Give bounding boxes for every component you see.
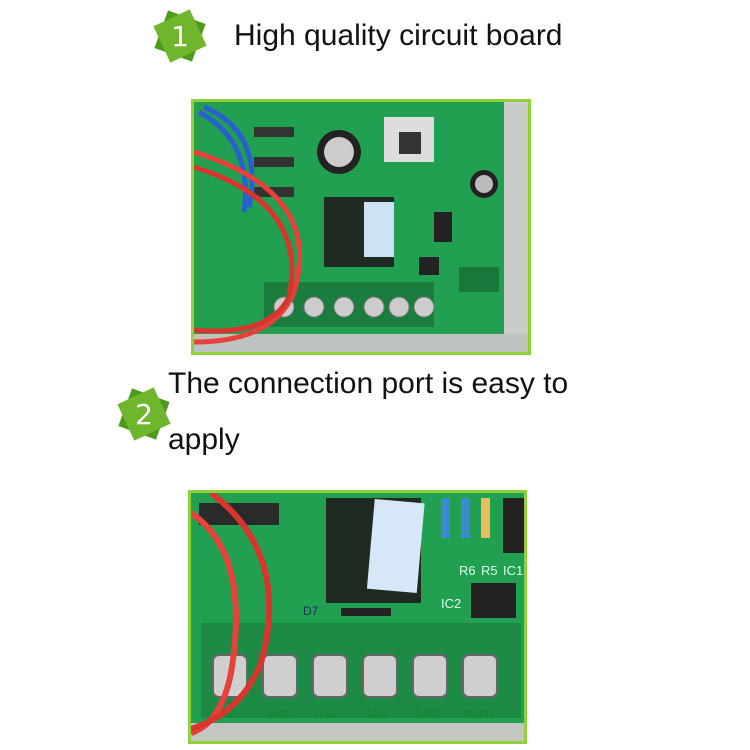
terminal-label-nc: N.C. [315, 708, 337, 720]
badge-number: 1 [171, 19, 189, 53]
badge-2: 2 [112, 382, 176, 446]
section-1-title: High quality circuit board [234, 19, 563, 52]
star-badge-icon [117, 387, 171, 441]
label-r5: R5 [481, 563, 498, 578]
section-2-title-line-2: apply [168, 423, 240, 456]
label-ic1: IC1 [503, 563, 523, 578]
badge-number: 2 [135, 397, 153, 431]
badge-1: 1 [148, 4, 212, 68]
terminal-label-gnd: GND [265, 708, 290, 720]
connection-port-photo: R6 R5 IC1 IC2 D7 N.O. GND N.C. 12V GND P… [188, 490, 527, 744]
star-badge-icon [153, 9, 207, 63]
label-d7: D7 [303, 604, 319, 618]
terminal-label-push: PUSH [463, 708, 494, 720]
terminal-label-gnd-2: GND [415, 708, 440, 720]
section-2-title-line-1: The connection port is easy to [168, 367, 569, 400]
terminal-label-12v: 12V [367, 708, 387, 720]
label-r6: R6 [459, 563, 476, 578]
label-ic2: IC2 [441, 596, 461, 611]
circuit-board-photo [191, 99, 531, 355]
